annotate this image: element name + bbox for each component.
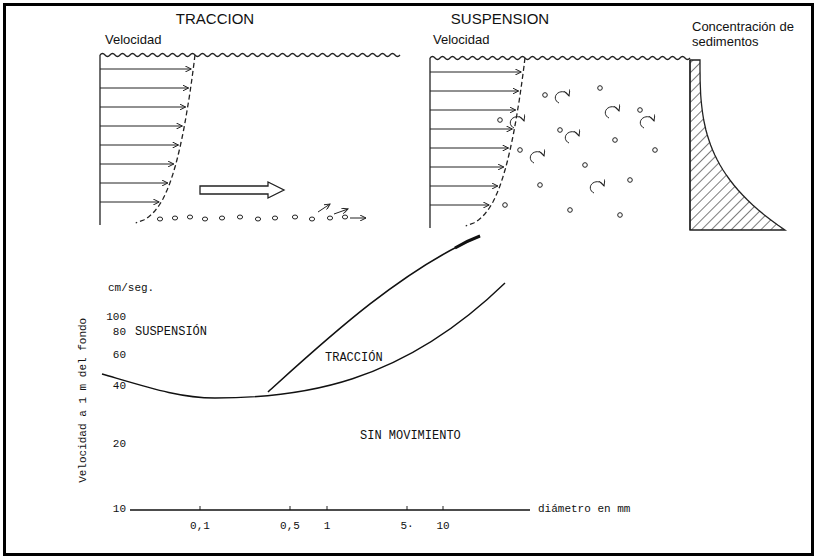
tick-label: 1 bbox=[324, 520, 331, 533]
velocity-arrow bbox=[430, 205, 489, 206]
grain bbox=[172, 216, 177, 220]
grain bbox=[202, 217, 207, 221]
hollow-arrow bbox=[200, 182, 284, 198]
velocity-arrow bbox=[100, 126, 182, 127]
velocity-arrow bbox=[430, 148, 508, 149]
eddy-arrow bbox=[530, 152, 544, 163]
tick-label: 0,5 bbox=[280, 520, 300, 533]
grain bbox=[255, 217, 260, 221]
grain-arrow bbox=[318, 204, 330, 212]
suspended-grain bbox=[583, 163, 588, 168]
axis-label: Concentración de sedimentos bbox=[692, 20, 804, 50]
velocity-arrow bbox=[100, 183, 168, 184]
velocity-arrow bbox=[100, 164, 174, 165]
grain bbox=[292, 215, 297, 219]
suspended-grain bbox=[618, 213, 623, 218]
velocity-arrow bbox=[430, 91, 519, 92]
eddy-arrow bbox=[510, 117, 524, 128]
eddy-arrow bbox=[555, 92, 569, 103]
velocity-arrow bbox=[430, 167, 504, 168]
grain bbox=[309, 217, 314, 221]
eddy-arrow bbox=[565, 132, 579, 143]
velocity-arrow bbox=[430, 72, 521, 73]
velocity-arrow bbox=[430, 186, 498, 187]
velocity-arrow bbox=[100, 69, 191, 70]
eddy-arrow bbox=[605, 107, 619, 118]
velocity-curve bbox=[466, 58, 525, 226]
suspended-grain bbox=[638, 108, 643, 113]
tick-label: 0,1 bbox=[190, 520, 210, 533]
grain bbox=[219, 216, 224, 220]
suspended-grain bbox=[628, 178, 633, 183]
grain-arrow bbox=[350, 218, 366, 219]
suspended-grain bbox=[558, 128, 563, 133]
velocity-arrow bbox=[430, 129, 512, 130]
grain bbox=[272, 216, 277, 220]
grain bbox=[237, 215, 242, 219]
suspended-grain bbox=[543, 93, 548, 98]
velocity-curve bbox=[136, 55, 195, 223]
tick-label: 60 bbox=[113, 349, 126, 362]
eddy-arrow bbox=[640, 117, 654, 128]
grain bbox=[187, 215, 192, 219]
profile-axis bbox=[429, 58, 430, 228]
grain bbox=[327, 216, 332, 220]
tick-label: 5· bbox=[400, 520, 413, 533]
axis-label: Velocidad bbox=[105, 33, 161, 48]
water-surface bbox=[430, 57, 690, 60]
tick-label: 10 bbox=[113, 503, 126, 516]
suspended-grain bbox=[503, 203, 508, 208]
suspended-grain bbox=[568, 208, 573, 213]
axis-label: Velocidad bbox=[433, 33, 489, 48]
velocity-arrow bbox=[100, 107, 186, 108]
water-surface bbox=[100, 54, 400, 57]
panel-title: TRACCION bbox=[176, 10, 254, 27]
concentration-profile bbox=[690, 60, 785, 230]
tick-label: 80 bbox=[113, 326, 126, 339]
tick-label: 100 bbox=[106, 311, 126, 324]
unit-label: cm/seg. bbox=[108, 282, 154, 295]
grain-arrow bbox=[334, 209, 348, 214]
suspended-grain bbox=[498, 118, 503, 123]
tick-label: 20 bbox=[113, 438, 126, 451]
panel-title: SUSPENSION bbox=[451, 10, 549, 27]
region-label: TRACCIÓN bbox=[325, 352, 383, 366]
suspended-grain bbox=[538, 183, 543, 188]
velocity-arrow bbox=[100, 202, 159, 203]
suspended-grain bbox=[613, 138, 618, 143]
grain bbox=[157, 217, 162, 221]
suspended-grain bbox=[598, 86, 603, 91]
velocity-arrow bbox=[100, 88, 189, 89]
tick-label: 40 bbox=[113, 380, 126, 393]
suspended-grain bbox=[518, 148, 523, 153]
axis-title: Velocidad a 1 m del fondo bbox=[78, 317, 91, 482]
eddy-arrow bbox=[590, 182, 604, 193]
axis-title: diámetro en mm bbox=[538, 503, 630, 516]
velocity-arrow bbox=[430, 110, 516, 111]
region-label: SIN MOVIMIENTO bbox=[360, 430, 461, 444]
suspended-grain bbox=[653, 148, 658, 153]
velocity-arrow bbox=[100, 145, 178, 146]
region-label: SUSPENSIÓN bbox=[135, 326, 207, 340]
tick-label: 10 bbox=[436, 520, 449, 533]
profile-axis bbox=[99, 55, 100, 225]
grain bbox=[342, 215, 347, 219]
